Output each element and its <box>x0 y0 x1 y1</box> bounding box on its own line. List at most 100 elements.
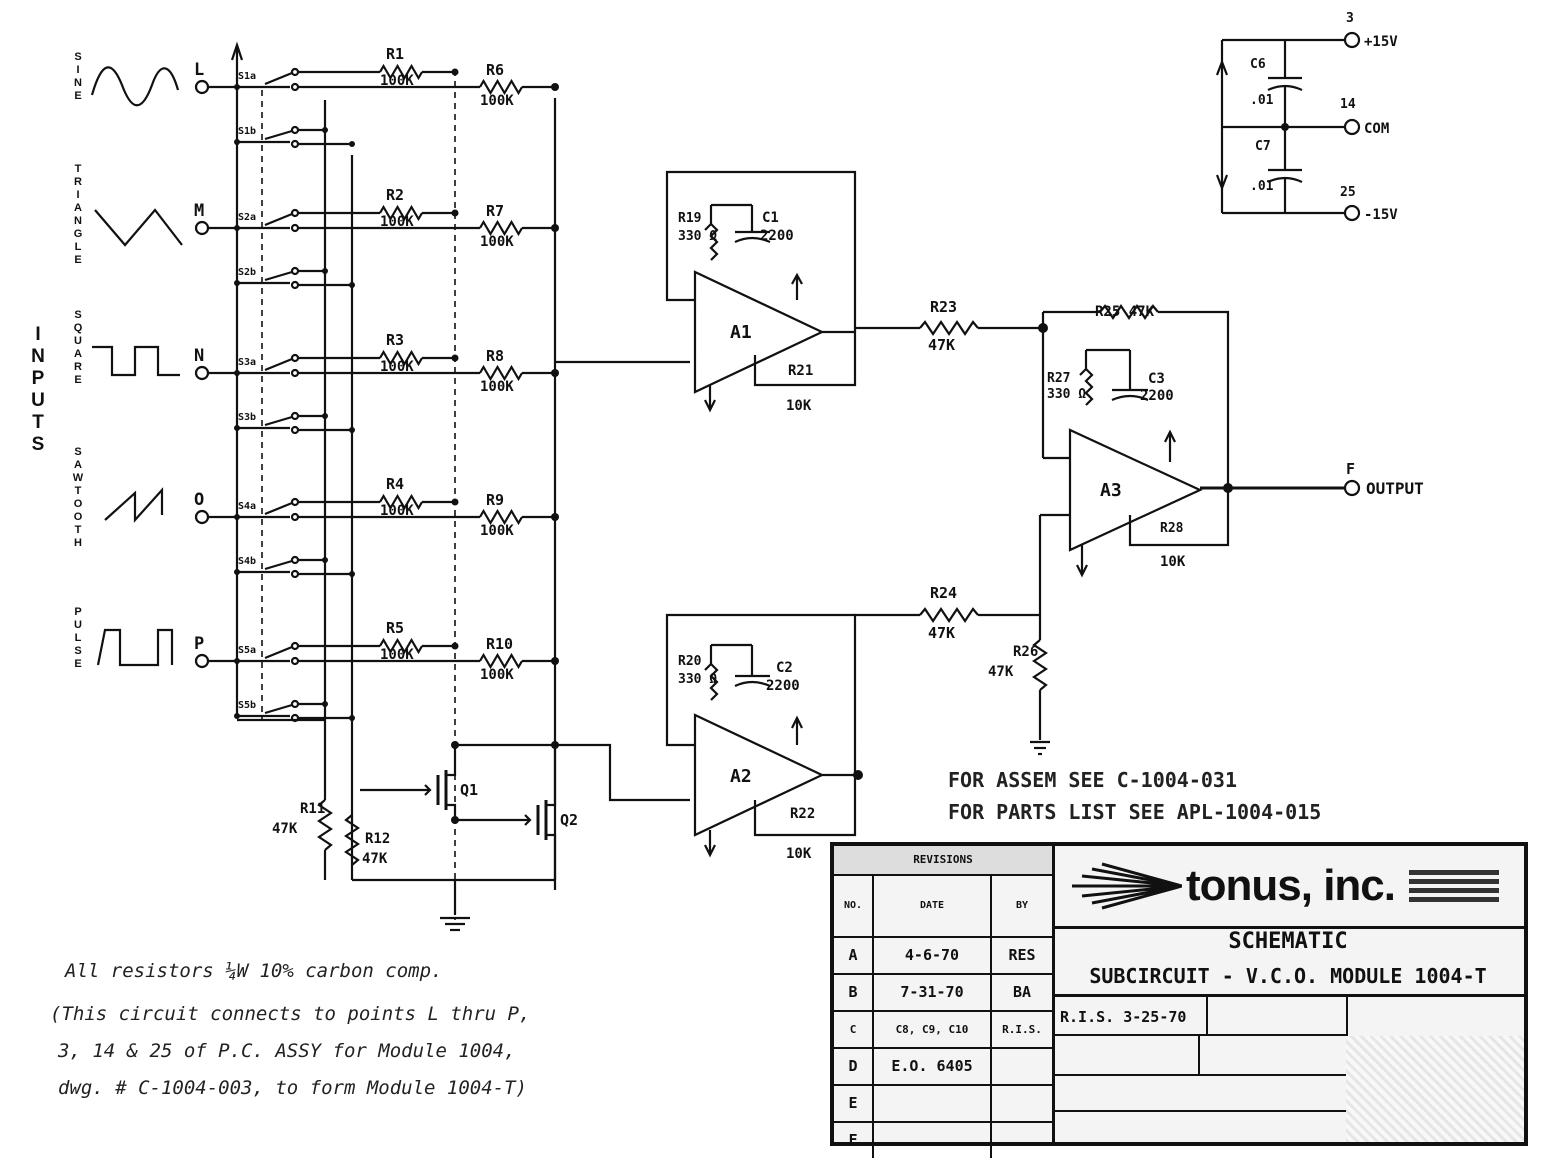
revision-by <box>992 1086 1052 1121</box>
col-by: BY <box>1015 900 1029 911</box>
resistor-ref: R2 <box>386 186 404 204</box>
resistor-value: 100K <box>380 73 414 89</box>
resistor-value: 100K <box>480 523 514 539</box>
revision-date: 7-31-70 <box>874 975 992 1010</box>
switch-label: S3a <box>238 357 256 368</box>
revision-row: E <box>834 1086 1052 1123</box>
power-pin: 14 <box>1340 97 1356 112</box>
parts-list-note: FOR PARTS LIST SEE APL-1004-015 <box>948 800 1322 824</box>
switch-label: S5a <box>238 645 256 656</box>
resistor-value: 100K <box>380 214 414 230</box>
resistor-ref: R1 <box>386 45 404 63</box>
opamp-a1 <box>665 170 857 413</box>
transistor-section <box>317 741 559 932</box>
resistor-value: 100K <box>380 647 414 663</box>
revision-no: C <box>834 1012 874 1047</box>
capacitor-ref: C3 <box>1148 371 1165 387</box>
revision-date <box>874 1086 992 1121</box>
output-label: OUTPUT <box>1366 479 1424 498</box>
resistor-ref: R24 <box>930 584 957 602</box>
resistor-value: 47K <box>272 821 298 837</box>
input-pin-o: O <box>194 490 204 510</box>
resistor-value: 330 Ω <box>1047 387 1086 402</box>
triangle-wave-icon <box>94 208 183 247</box>
resistor-note: All resistors ¼W 10% carbon comp. <box>65 960 443 982</box>
power-pin: 3 <box>1346 11 1354 26</box>
company-name: tonus, inc. <box>1186 861 1396 910</box>
switch-label: S2b <box>238 267 256 278</box>
resistor-ref: R7 <box>486 202 504 220</box>
input-pin-p: P <box>194 634 204 654</box>
input-terminals <box>194 79 210 669</box>
switch-label: S1b <box>238 126 256 137</box>
drawn-by: R.I.S. 3-25-70 <box>1052 994 1208 1036</box>
capacitor-value: .01 <box>1250 179 1274 194</box>
opamp-a3 <box>1040 348 1361 578</box>
revision-no: B <box>834 975 874 1010</box>
revision-by: BA <box>1012 983 1032 1001</box>
resistor-ref: R6 <box>486 61 504 79</box>
resistor-value: 100K <box>480 234 514 250</box>
revision-no: E <box>834 1086 874 1121</box>
transistor-label: Q1 <box>460 781 478 799</box>
capacitor-value: 2200 <box>1140 388 1174 404</box>
revision-date: C8, C9, C10 <box>874 1012 992 1047</box>
resistor-ref: R4 <box>386 475 404 493</box>
resistor-ref: R19 <box>678 211 701 226</box>
capacitor-ref: C6 <box>1250 57 1266 72</box>
power-decoupling <box>1215 31 1361 222</box>
revision-no: F <box>834 1123 874 1158</box>
resistor-ref: R21 <box>788 363 813 379</box>
input-pin-l: L <box>194 60 204 80</box>
resistor-value: 330 Ω <box>678 229 717 244</box>
opamp-label: A2 <box>730 766 752 787</box>
revision-by: RES <box>1008 946 1036 964</box>
waveform-icons <box>90 66 183 667</box>
resistor-value: 100K <box>380 503 414 519</box>
resistor-value: 47K <box>988 664 1014 680</box>
logo-mark-icon <box>1072 862 1182 910</box>
capacitor-value: 2200 <box>760 228 794 244</box>
capacitor-ref: C2 <box>776 660 793 676</box>
revision-date: E.O. 6405 <box>874 1049 992 1084</box>
resistor-value: 10K <box>786 846 812 862</box>
revision-no: A <box>834 938 874 973</box>
resistor-ref: R22 <box>790 806 815 822</box>
resistor-value: 47K <box>928 624 955 642</box>
resistor-ref: R20 <box>678 654 702 669</box>
resistor-ref: R3 <box>386 331 404 349</box>
input-pin-n: N <box>194 346 204 366</box>
resistor-value: 100K <box>480 667 514 683</box>
connection-note-1: (This circuit connects to points L thru … <box>50 1003 531 1025</box>
opamp-label: A3 <box>1100 480 1122 501</box>
transistor-label: Q2 <box>560 811 578 829</box>
switch-resistor-rows <box>208 63 559 723</box>
connection-note-3: dwg. # C-1004-003, to form Module 1004-T… <box>58 1077 527 1099</box>
capacitor-ref: C1 <box>762 210 779 226</box>
pulse-wave-icon <box>96 628 174 667</box>
resistor-ref: R25 47K <box>1095 304 1155 320</box>
revision-by: R.I.S. <box>1002 1023 1042 1036</box>
assembly-note: FOR ASSEM SEE C-1004-031 <box>948 768 1237 792</box>
revision-row: F <box>834 1123 1052 1158</box>
drawing-title: SUBCIRCUIT - V.C.O. MODULE 1004-T <box>1052 958 1524 997</box>
resistor-ref: R11 <box>300 801 325 817</box>
power-label: COM <box>1364 121 1389 137</box>
power-label: -15V <box>1364 207 1398 223</box>
revision-date <box>874 1123 992 1158</box>
col-date: DATE <box>874 876 992 936</box>
capacitor-value: 2200 <box>766 678 800 694</box>
company-logo: tonus, inc. <box>1052 846 1524 929</box>
summing-network <box>855 304 1230 756</box>
